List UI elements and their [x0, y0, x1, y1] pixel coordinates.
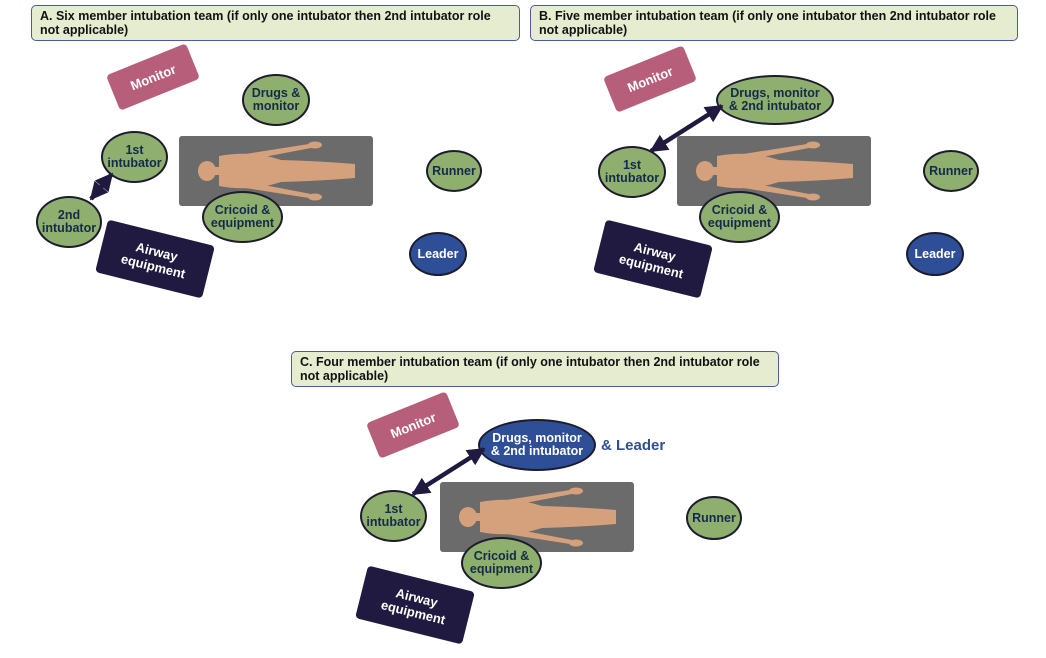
panel-a-leader: Leader: [409, 232, 467, 276]
panel-c-1st-intubator: 1st intubator: [360, 490, 427, 542]
panel-a-cricoid-equipment: Cricoid & equipment: [202, 191, 283, 243]
panel-a-drugs-monitor: Drugs & monitor: [242, 74, 310, 126]
panel-a-title: A. Six member intubation team (if only o…: [31, 5, 520, 41]
panel-b-intubator-link-arrow: [649, 104, 724, 153]
panel-c-cricoid-equipment: Cricoid & equipment: [461, 537, 542, 589]
panel-b-drugs-monitor-2nd-intubator: Drugs, monitor & 2nd intubator: [716, 75, 834, 125]
panel-b-1st-intubator: 1st intubator: [598, 146, 666, 198]
panel-b-title: B. Five member intubation team (if only …: [530, 5, 1018, 41]
patient-silhouette-icon: [459, 487, 616, 547]
patient-silhouette-icon: [198, 141, 355, 201]
panel-b-leader: Leader: [906, 232, 964, 276]
panel-c-intubator-link-arrow: [411, 447, 486, 496]
panel-c-runner: Runner: [686, 496, 742, 540]
panel-c-title: C. Four member intubation team (if only …: [291, 351, 779, 387]
panel-b-bed: [677, 136, 871, 206]
panel-a-intubator-link-arrow: [89, 172, 114, 201]
panel-c-leader-label: & Leader: [601, 437, 666, 454]
panel-b-runner: Runner: [923, 150, 979, 192]
panel-a-2nd-intubator: 2nd intubator: [36, 196, 102, 248]
patient-silhouette-icon: [696, 141, 853, 201]
panel-b-cricoid-equipment: Cricoid & equipment: [699, 191, 780, 243]
panel-c-drugs-monitor-2nd-intubator: Drugs, monitor & 2nd intubator: [478, 419, 596, 471]
panel-a-runner: Runner: [426, 150, 482, 192]
panel-a-bed: [179, 136, 373, 206]
